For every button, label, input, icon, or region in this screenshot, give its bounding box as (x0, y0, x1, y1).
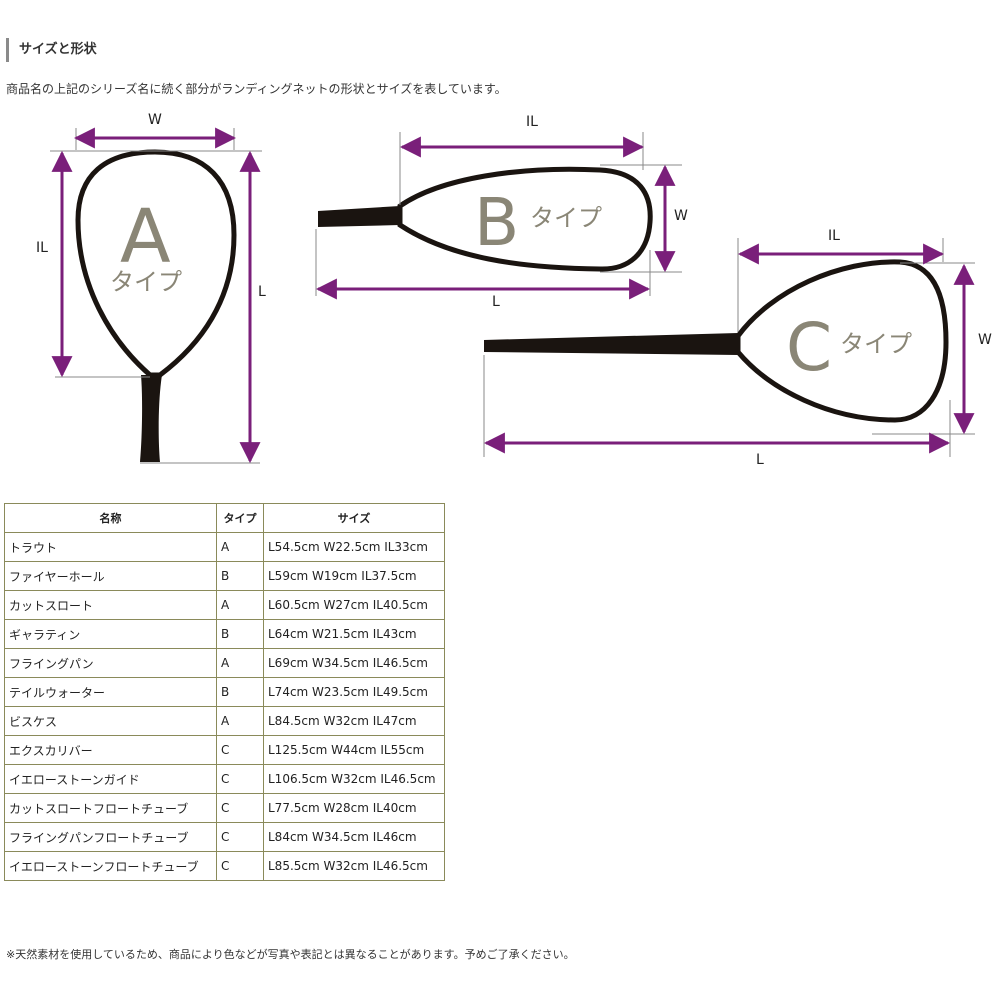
row-size: L84.5cm W32cm IL47cm (263, 706, 445, 736)
size-table-header: 名称 タイプ サイズ (4, 503, 445, 533)
row-type: C (216, 851, 264, 881)
row-type: C (216, 764, 264, 794)
header-type: タイプ (216, 503, 264, 533)
row-size: L106.5cm W32cm IL46.5cm (263, 764, 445, 794)
row-name: イエローストーンガイド (4, 764, 217, 794)
row-type: B (216, 619, 264, 649)
row-type: A (216, 648, 264, 678)
type-a-frame (75, 149, 237, 378)
row-name: テイルウォーター (4, 677, 217, 707)
row-size: L59cm W19cm IL37.5cm (263, 561, 445, 591)
row-size: L60.5cm W27cm IL40.5cm (263, 590, 445, 620)
type-b-frame (397, 166, 653, 272)
row-type: C (216, 822, 264, 852)
disclaimer-note: ※天然素材を使用しているため、商品により色などが写真や表記とは異なることがありま… (6, 948, 575, 961)
diagram-type-b: IL W L B タイプ (315, 114, 688, 310)
row-type: A (216, 706, 264, 736)
row-name: トラウト (4, 532, 217, 562)
row-name: ビスケス (4, 706, 217, 736)
type-a-w-label: W (148, 112, 162, 128)
type-b-l-label: L (492, 294, 500, 310)
diagram-type-a: W IL L A タイプ (36, 112, 266, 464)
type-a-il-label: IL (36, 240, 48, 256)
type-a-l-label: L (258, 284, 266, 300)
diagram-type-c: IL W L C タイプ (483, 228, 992, 468)
row-name: フライングパン (4, 648, 217, 678)
type-c-il-label: IL (828, 228, 840, 244)
type-c-suffix: タイプ (840, 330, 912, 358)
type-a-suffix: タイプ (110, 268, 182, 296)
row-name: エクスカリバー (4, 735, 217, 765)
row-size: L125.5cm W44cm IL55cm (263, 735, 445, 765)
row-size: L54.5cm W22.5cm IL33cm (263, 532, 445, 562)
row-type: A (216, 590, 264, 620)
row-name: フライングパンフロートチューブ (4, 822, 217, 852)
row-size: L74cm W23.5cm IL49.5cm (263, 677, 445, 707)
net-shape-diagrams: W IL L A タイプ IL W L B タイプ (36, 112, 992, 468)
type-c-l-label: L (756, 452, 764, 468)
row-size: L85.5cm W32cm IL46.5cm (263, 851, 445, 881)
row-name: ギャラティン (4, 619, 217, 649)
row-size: L64cm W21.5cm IL43cm (263, 619, 445, 649)
type-c-frame (735, 259, 949, 423)
type-c-letter: C (786, 309, 832, 386)
type-a-letter: A (120, 194, 171, 280)
type-b-w-label: W (674, 208, 688, 224)
intro-text: 商品名の上記のシリーズ名に続く部分がランディングネットの形状とサイズを表していま… (6, 82, 507, 96)
row-size: L77.5cm W28cm IL40cm (263, 793, 445, 823)
section-heading: サイズと形状 (6, 38, 97, 62)
row-type: A (216, 532, 264, 562)
row-type: B (216, 677, 264, 707)
row-type: C (216, 735, 264, 765)
row-name: カットスロート (4, 590, 217, 620)
type-b-handle (318, 206, 400, 227)
row-name: カットスロートフロートチューブ (4, 793, 217, 823)
row-name: イエローストーンフロートチューブ (4, 851, 217, 881)
row-type: B (216, 561, 264, 591)
header-size: サイズ (263, 503, 445, 533)
type-b-suffix: タイプ (530, 204, 602, 232)
row-type: C (216, 793, 264, 823)
type-a-handle (140, 375, 162, 462)
type-c-handle (484, 333, 738, 355)
type-b-il-label: IL (526, 114, 538, 130)
header-name: 名称 (4, 503, 217, 533)
type-c-w-label: W (978, 332, 992, 348)
row-size: L69cm W34.5cm IL46.5cm (263, 648, 445, 678)
row-name: ファイヤーホール (4, 561, 217, 591)
type-b-letter: B (474, 184, 519, 261)
row-size: L84cm W34.5cm IL46cm (263, 822, 445, 852)
